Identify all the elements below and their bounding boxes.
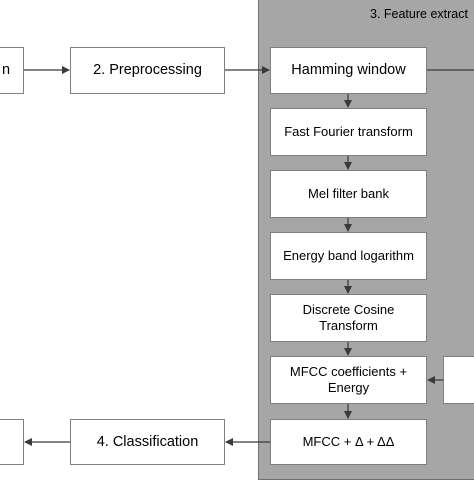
classification-box: 4. Classification — [70, 419, 225, 465]
step-mfcc-deltas: MFCC + Δ + ΔΔ — [270, 419, 427, 465]
step-mfcc-coefficients-energy: MFCC coefficients + Energy — [270, 356, 427, 404]
step-label: Fast Fourier transform — [284, 123, 413, 139]
preprocessing-box: 2. Preprocessing — [70, 47, 225, 94]
side-box — [443, 356, 474, 404]
step-label: Mel filter bank — [308, 185, 389, 201]
preprocessing-label: 2. Preprocessing — [93, 62, 202, 79]
step-mel-filter-bank: Mel filter bank — [270, 170, 427, 218]
feature-extraction-title: 3. Feature extract — [370, 7, 468, 21]
step-label: MFCC coefficients + Energy — [289, 363, 408, 395]
classification-label: 4. Classification — [96, 433, 199, 450]
acquisition-box: n — [0, 47, 24, 94]
step-label: Hamming window — [291, 62, 406, 79]
step-fast-fourier-transform: Fast Fourier transform — [270, 108, 427, 156]
step-label: Energy band logarithm — [283, 247, 414, 263]
step-discrete-cosine-transform: Discrete Cosine Transform — [270, 294, 427, 342]
acquisition-label: n — [1, 62, 11, 79]
result-box — [0, 419, 24, 465]
step-hamming-window: Hamming window — [270, 47, 427, 94]
step-energy-band-logarithm: Energy band logarithm — [270, 232, 427, 280]
step-label: MFCC + Δ + ΔΔ — [302, 433, 395, 449]
step-label: Discrete Cosine Transform — [302, 301, 395, 333]
